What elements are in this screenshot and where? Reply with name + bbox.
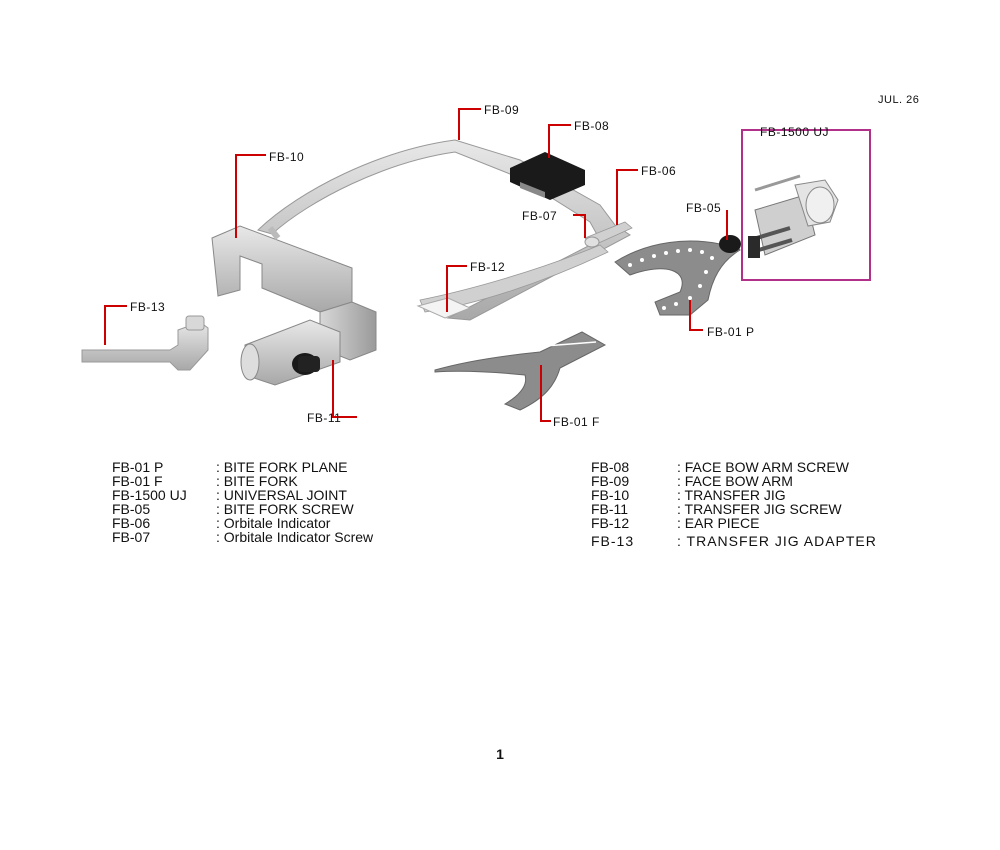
ear-piece-part: [416, 297, 472, 319]
legend-code: FB-05: [112, 501, 151, 517]
leader-fb08: [548, 124, 571, 158]
legend-right: FB-08 : FACE BOW ARM SCREW FB-09 : FACE BO…: [591, 460, 877, 548]
legend-row: FB-01 P : BITE FORK PLANE: [112, 460, 373, 474]
leader-fb01p: [689, 300, 703, 331]
legend-code: FB-01 F: [112, 473, 163, 489]
callout-fb05: FB-05: [686, 201, 721, 215]
leader-lines: [104, 108, 728, 422]
legend-row: FB-12 : EAR PIECE: [591, 516, 877, 530]
callout-fb01f: FB-01 F: [553, 415, 600, 429]
legend-row: FB-11 : TRANSFER JIG SCREW: [591, 502, 877, 516]
orbitale-indicator-part: [584, 221, 633, 248]
leader-fb09: [458, 108, 481, 140]
leader-fb12: [446, 265, 467, 312]
legend-row: FB-05 : BITE FORK SCREW: [112, 502, 373, 516]
leader-fb13: [104, 305, 127, 345]
leader-fb11: [332, 360, 357, 418]
leader-fb07: [573, 214, 586, 238]
callout-fb07: FB-07: [522, 209, 557, 223]
face-bow-arm-screw-part: [510, 152, 585, 200]
callout-fb13: FB-13: [130, 300, 165, 314]
callout-fb08: FB-08: [574, 119, 609, 133]
legend-row: FB-07 : Orbitale Indicator Screw: [112, 530, 373, 544]
legend-left: FB-01 P : BITE FORK PLANE FB-01 F : BITE F…: [112, 460, 373, 544]
legend-desc: : TRANSFER JIG SCREW: [677, 501, 842, 517]
legend-code: FB-09: [591, 473, 630, 489]
face-bow-diagram: FB-09 FB-08 FB-10 FB-06 FB-07 FB-05 FB-1…: [81, 103, 871, 429]
legend-row: FB-08 : FACE BOW ARM SCREW: [591, 460, 877, 474]
callout-fb11: FB-11: [307, 411, 341, 425]
legend-code: FB-10: [591, 487, 630, 503]
legend-row: FB-10 : TRANSFER JIG: [591, 488, 877, 502]
legend-code: FB-1500 UJ: [112, 487, 187, 503]
legend-code: FB-01 P: [112, 459, 164, 475]
legend-desc: : BITE FORK: [216, 473, 298, 489]
legend-row: FB-09 : FACE BOW ARM: [591, 474, 877, 488]
legend-desc: : TRANSFER JIG: [677, 487, 786, 503]
callout-fb12: FB-12: [470, 260, 505, 274]
legend-desc: : UNIVERSAL JOINT: [216, 487, 347, 503]
transfer-jig-adapter-part: [81, 315, 209, 371]
legend-code: FB-07: [112, 529, 151, 545]
legend-desc: : FACE BOW ARM SCREW: [677, 459, 849, 475]
legend-code: FB-06: [112, 515, 151, 531]
legend-code: FB-12: [591, 515, 630, 531]
legend-code: FB-13: [591, 533, 635, 549]
callout-fb01p: FB-01 P: [707, 325, 755, 339]
leader-fb10: [235, 154, 266, 238]
leader-fb01f: [540, 365, 551, 422]
callout-fb1500uj: FB-1500 UJ: [760, 125, 829, 139]
legend-row: FB-01 F : BITE FORK: [112, 474, 373, 488]
legend-code: FB-08: [591, 459, 630, 475]
legend-desc: : FACE BOW ARM: [677, 473, 793, 489]
bite-fork-part: [434, 331, 607, 411]
universal-joint-frame: [741, 129, 871, 281]
legend-desc: : Orbitale Indicator: [216, 515, 331, 531]
bite-fork-plane-part: [614, 239, 741, 316]
callout-fb09: FB-09: [484, 103, 519, 117]
legend-row: FB-06 : Orbitale Indicator: [112, 516, 373, 530]
legend-code: FB-11: [591, 501, 629, 517]
legend-desc: : Orbitale Indicator Screw: [216, 529, 374, 545]
callout-fb06: FB-06: [641, 164, 676, 178]
transfer-jig-screw-part: [292, 353, 320, 375]
bite-fork-screw-part: [719, 235, 741, 253]
universal-joint-part: [741, 129, 871, 281]
leader-fb06: [616, 169, 638, 225]
legend-row: FB-1500 UJ : UNIVERSAL JOINT: [112, 488, 373, 502]
legend-row: FB-13 : TRANSFER JIG ADAPTER: [591, 534, 877, 548]
legend-desc: : BITE FORK SCREW: [216, 501, 354, 517]
date-label: JUL. 26: [878, 94, 920, 106]
legend-desc: : BITE FORK PLANE: [216, 459, 348, 475]
legend-desc: : TRANSFER JIG ADAPTER: [677, 533, 877, 549]
page-number: 1: [496, 746, 504, 762]
legend-desc: : EAR PIECE: [677, 515, 760, 531]
callout-fb10: FB-10: [269, 150, 304, 164]
